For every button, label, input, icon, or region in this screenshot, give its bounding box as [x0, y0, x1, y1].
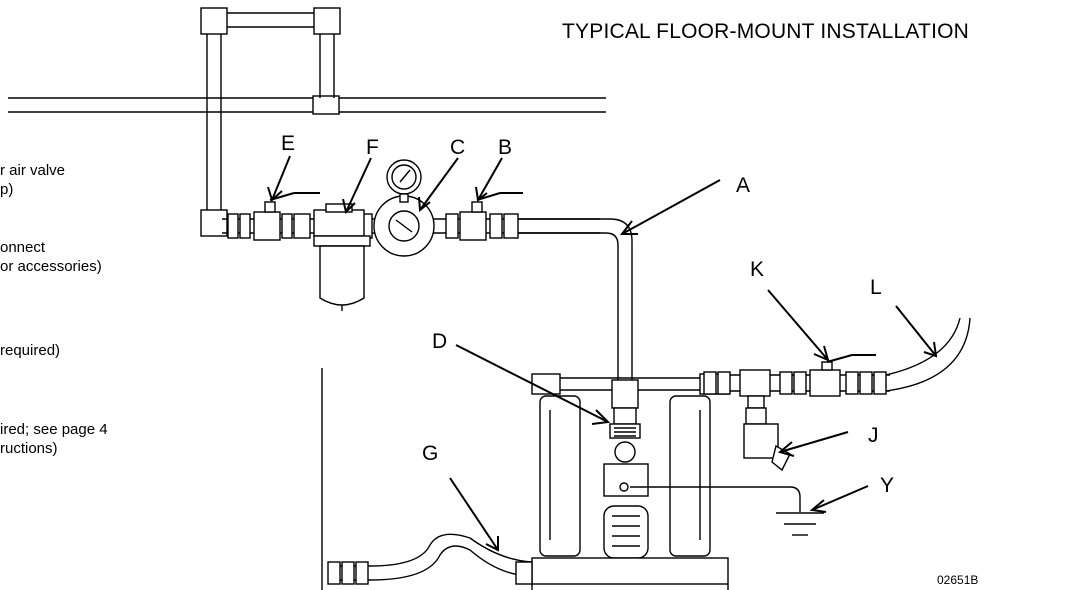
callout-a: A [736, 174, 750, 197]
diaphragm-pump [531, 373, 729, 590]
callout-j: J [868, 424, 879, 447]
ground-wire-y [630, 486, 824, 536]
callout-l: L [870, 276, 882, 299]
air-hose-a [518, 218, 633, 380]
drawing-code: 02651B [937, 573, 979, 587]
callout-f: F [366, 136, 379, 159]
legend-line-6: ired; see page 4 [0, 421, 108, 438]
regulator-c [373, 159, 435, 257]
diagram-title: TYPICAL FLOOR-MOUNT INSTALLATION [562, 20, 970, 43]
callout-c: C [450, 136, 465, 159]
legend-line-5: required) [0, 342, 61, 359]
legend-line-7: ructions) [0, 440, 58, 457]
callout-b: B [498, 136, 512, 159]
leader-arrows [267, 155, 938, 552]
callout-e: E [281, 132, 295, 155]
fluid-hose-l [885, 317, 971, 392]
fluid-supply-hose-g [327, 533, 533, 585]
callout-g: G [422, 442, 438, 465]
legend-line-2: p) [0, 181, 14, 198]
legend-line-4: or accessories) [0, 258, 102, 275]
air-filter-f [313, 203, 371, 311]
callout-k: K [750, 258, 764, 281]
callout-y: Y [880, 474, 894, 497]
legend-line-1: r air valve [0, 162, 66, 179]
air-drop-loop [200, 7, 341, 237]
overhead-air-line [8, 95, 606, 115]
legend-line-3: onnect [0, 239, 46, 256]
callout-d: D [432, 330, 447, 353]
fluid-outlet-line [703, 354, 890, 472]
